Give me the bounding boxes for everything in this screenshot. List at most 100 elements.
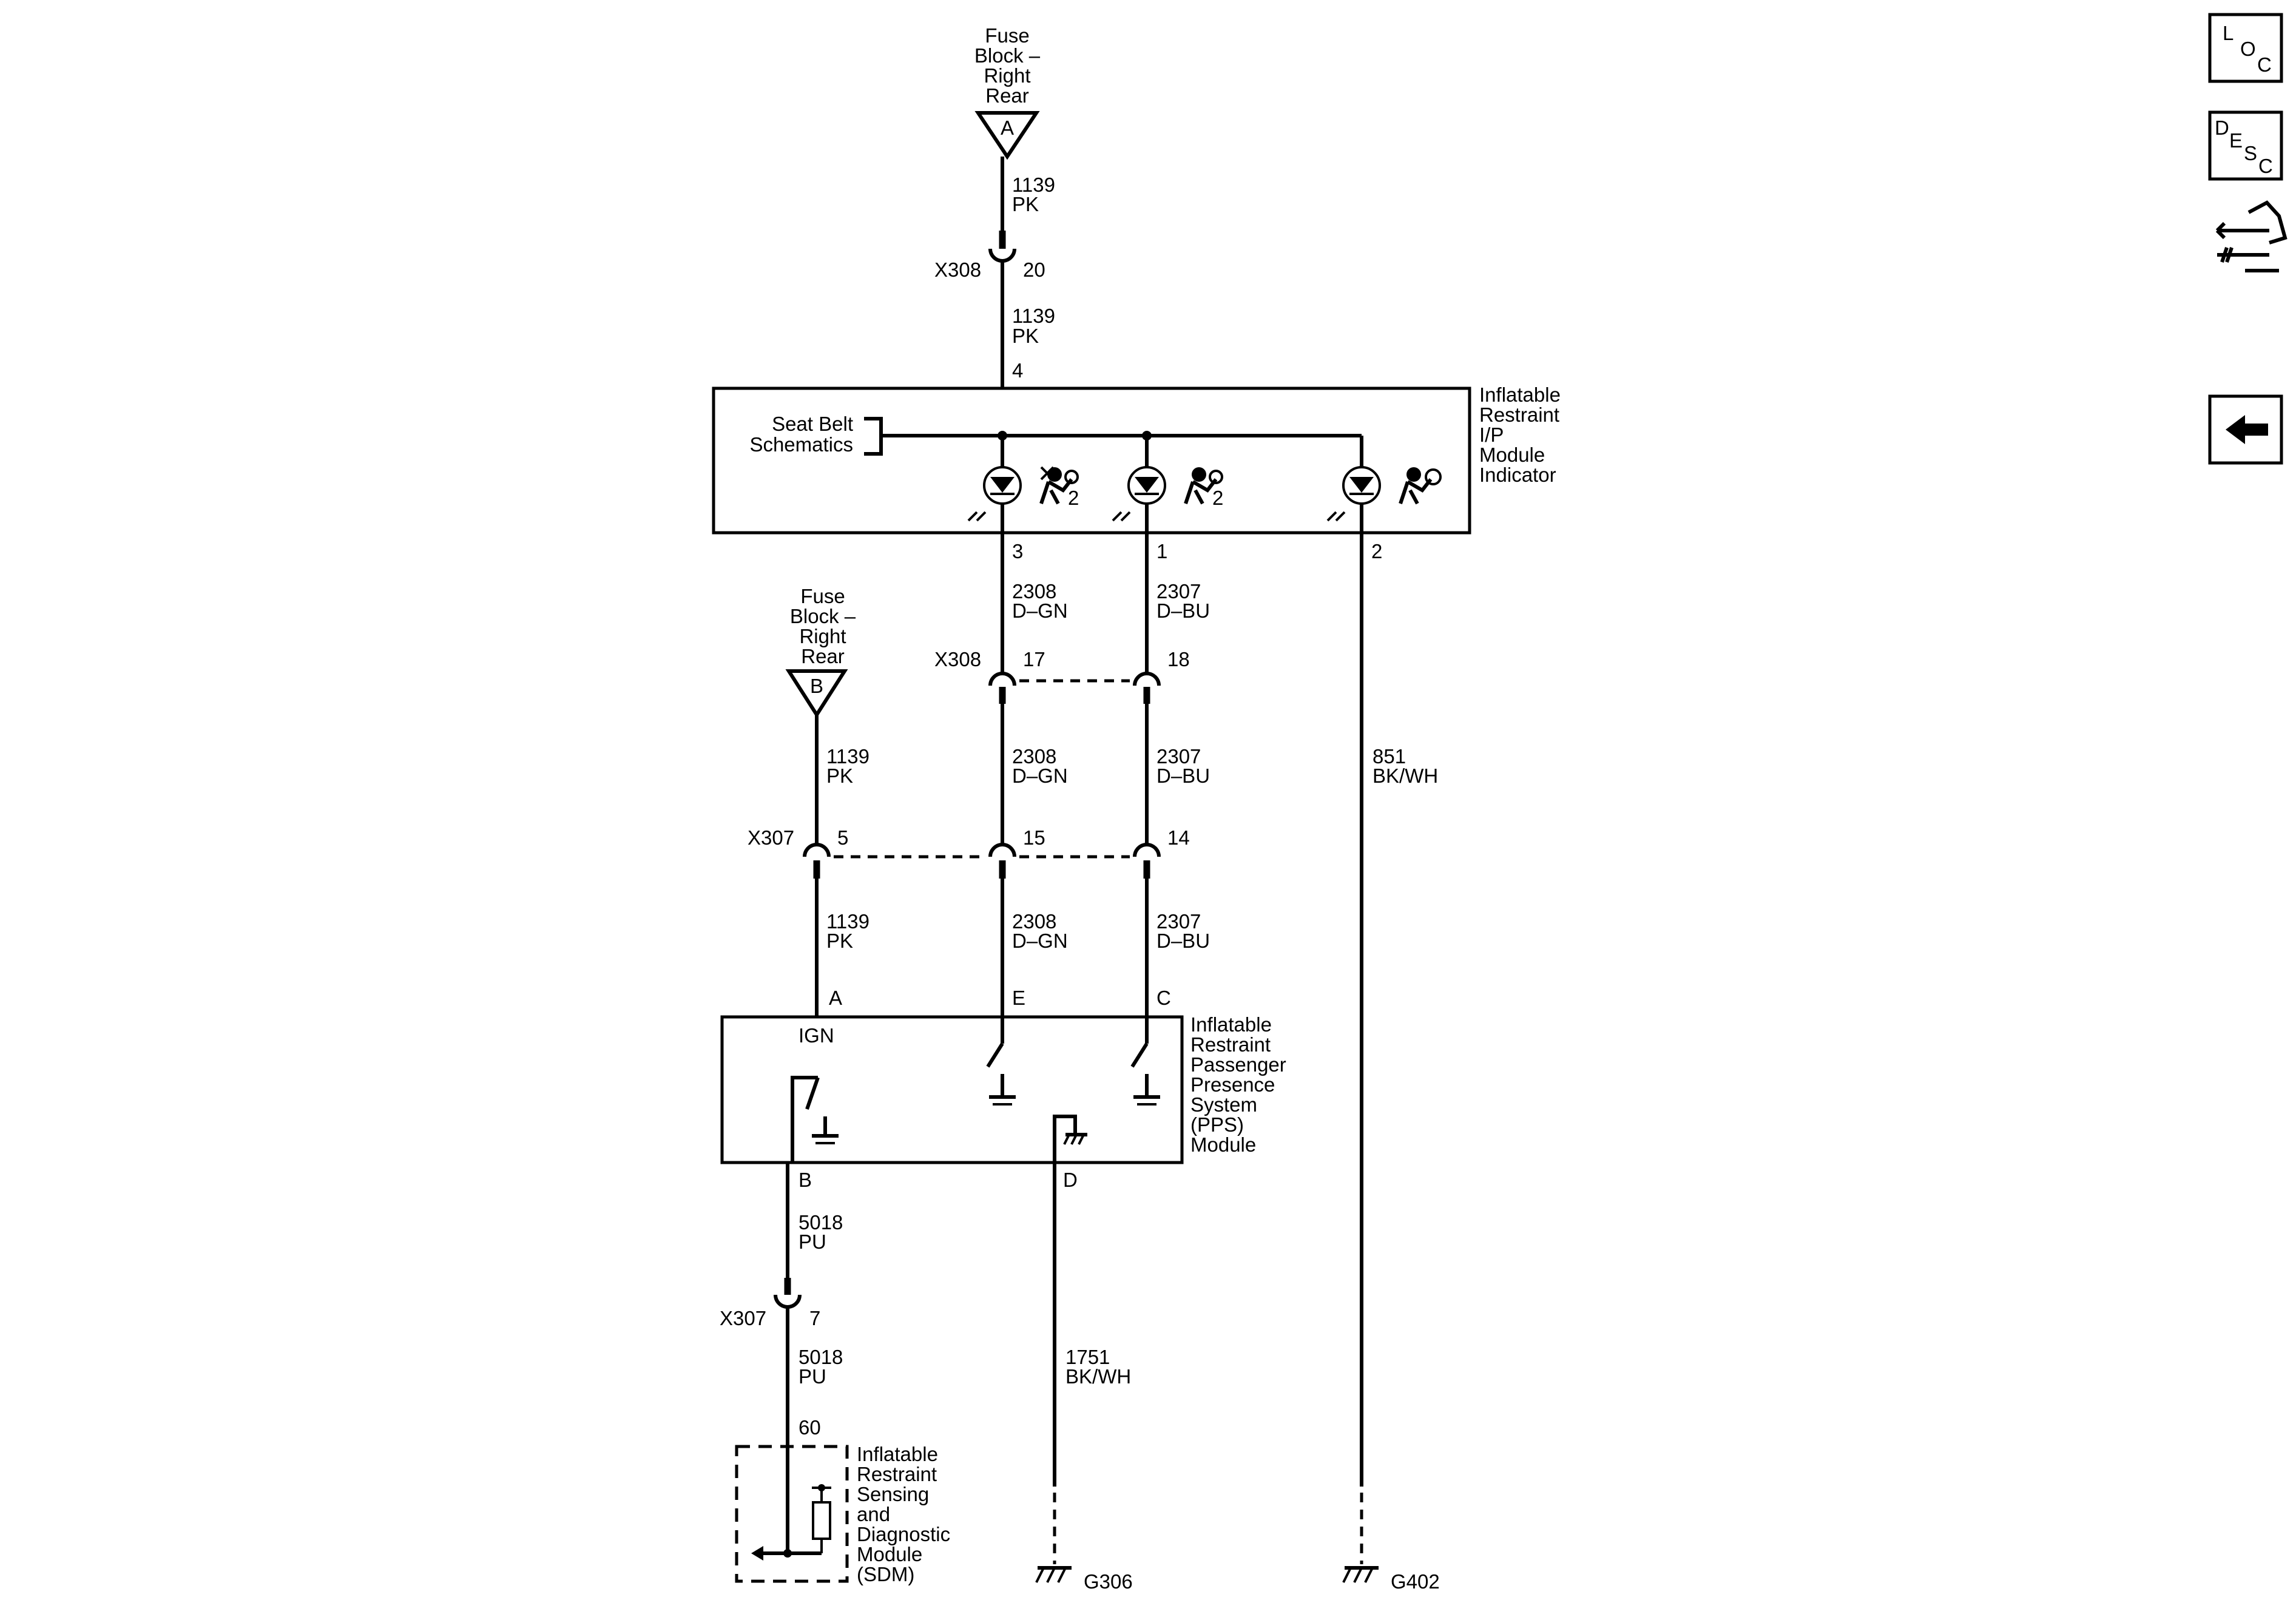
wire-label-5018-a: 5018 PU [799, 1211, 843, 1253]
svg-text:Restraint: Restraint [1479, 403, 1559, 426]
x307-mid-name: X307 [748, 826, 794, 849]
pps-switch-b [791, 1076, 839, 1163]
connector-x308-20 [988, 248, 1016, 263]
connector-x307-15 [988, 843, 1016, 857]
svg-text:2308: 2308 [1012, 910, 1056, 933]
desc-letter-d: D [2215, 116, 2229, 139]
svg-text:Seat Belt: Seat Belt [772, 413, 853, 435]
wire-label-2308-b: 2308 D–GN [1012, 745, 1068, 787]
svg-text:D–BU: D–BU [1156, 765, 1210, 787]
x307-mid-pin-15: 15 [1023, 826, 1045, 849]
wire-label-1139-mid: 1139 PK [1012, 305, 1055, 347]
connector-x307-14 [1133, 843, 1161, 857]
back-button[interactable] [2208, 394, 2283, 465]
wire-label-1139-top: 1139 PK [1012, 174, 1055, 215]
svg-text:Module: Module [1479, 444, 1545, 466]
connector-tools-icon[interactable] [2215, 200, 2288, 272]
svg-text:1139: 1139 [1012, 305, 1055, 327]
svg-text:D–GN: D–GN [1012, 765, 1068, 787]
svg-text:Right: Right [799, 625, 846, 647]
svg-text:2307: 2307 [1156, 580, 1201, 603]
svg-text:Rear: Rear [985, 84, 1029, 107]
pps-chassis-ground-d [1053, 1115, 1087, 1163]
indicator-pin-3: 3 [1012, 540, 1023, 562]
fuse-block-b-label: Fuse Block – Right Rear [790, 585, 856, 667]
indicator-pin-4: 4 [1012, 359, 1023, 382]
fuse-a-triangle [974, 111, 1040, 160]
led-indicator-left [967, 466, 1022, 522]
svg-text:PU: PU [799, 1365, 826, 1388]
svg-text:(SDM): (SDM) [857, 1563, 914, 1585]
connector-x308-18 [1133, 672, 1161, 686]
svg-text:PK: PK [826, 930, 853, 952]
svg-text:System: System [1190, 1093, 1257, 1116]
svg-text:2307: 2307 [1156, 910, 1201, 933]
pps-pin-a: A [829, 987, 842, 1009]
ground-g306-label: G306 [1084, 1570, 1133, 1593]
connector-x308-17 [988, 672, 1016, 686]
svg-text:851: 851 [1373, 745, 1406, 768]
pps-pin-e: E [1012, 987, 1025, 1009]
desc-button[interactable]: D E S C [2208, 110, 2283, 181]
svg-text:Passenger: Passenger [1190, 1053, 1286, 1076]
wire-label-1139-b1: 1139 PK [826, 745, 869, 787]
svg-text:Module: Module [1190, 1133, 1256, 1156]
indicator-module-box [712, 387, 1471, 535]
x308-mid-pin-18: 18 [1167, 648, 1190, 670]
svg-text:Module: Module [857, 1543, 922, 1565]
svg-text:PK: PK [1012, 325, 1039, 347]
airbag-off-icon [1039, 466, 1079, 505]
pps-module-label: Inflatable Restraint Passenger Presence … [1190, 1013, 1286, 1156]
wire-label-5018-b: 5018 PU [799, 1346, 843, 1388]
svg-text:5018: 5018 [799, 1346, 843, 1368]
wire-label-1751: 1751 BK/WH [1065, 1346, 1131, 1388]
loc-button[interactable]: L O C [2208, 13, 2283, 83]
svg-text:1139: 1139 [1012, 174, 1055, 196]
wire-label-2308-c: 2308 D–GN [1012, 910, 1068, 952]
airbag-warning-icon [1399, 467, 1442, 505]
led-indicator-middle [1112, 466, 1166, 522]
svg-text:Schematics: Schematics [749, 433, 853, 456]
svg-text:1751: 1751 [1065, 1346, 1110, 1368]
wire-label-2307-b: 2307 D–BU [1156, 745, 1210, 787]
svg-text:PU: PU [799, 1230, 826, 1253]
svg-text:(PPS): (PPS) [1190, 1113, 1244, 1136]
seatbelt-schematics-label: Seat Belt Schematics [749, 413, 853, 456]
wire-label-2307-a: 2307 D–BU [1156, 580, 1210, 622]
airbag-on-suffix: 2 [1212, 487, 1223, 509]
fuse-b-letter: B [810, 675, 823, 697]
pps-pin-b: B [799, 1169, 812, 1191]
svg-text:Fuse: Fuse [985, 24, 1029, 47]
desc-letter-c: C [2258, 155, 2273, 177]
connector-x307-7 [774, 1294, 802, 1309]
svg-text:Rear: Rear [801, 645, 845, 667]
led-indicator-right [1326, 466, 1381, 522]
svg-text:2308: 2308 [1012, 580, 1056, 603]
sdm-box [735, 1445, 849, 1583]
svg-text:I/P: I/P [1479, 424, 1504, 446]
svg-text:PK: PK [1012, 193, 1039, 215]
svg-text:D–GN: D–GN [1012, 599, 1068, 622]
indicator-pin-1: 1 [1156, 540, 1167, 562]
loc-letter-l: L [2223, 22, 2234, 44]
desc-letter-s: S [2244, 142, 2257, 164]
svg-text:PK: PK [826, 765, 853, 787]
svg-text:D–BU: D–BU [1156, 930, 1210, 952]
x308-top-pin: 20 [1023, 258, 1045, 281]
pps-module-box [720, 1015, 1184, 1164]
pps-pin-c: C [1156, 987, 1171, 1009]
svg-text:Restraint: Restraint [1190, 1033, 1271, 1056]
x308-mid-name: X308 [934, 648, 981, 670]
svg-text:2307: 2307 [1156, 745, 1201, 768]
pps-switch-c [1130, 1017, 1160, 1106]
wire-label-1139-b2: 1139 PK [826, 910, 869, 952]
wire-label-2307-c: 2307 D–BU [1156, 910, 1210, 952]
x307-mid-pin-5: 5 [837, 826, 848, 849]
svg-text:D–GN: D–GN [1012, 930, 1068, 952]
indicator-module-label: Inflatable Restraint I/P Module Indicato… [1479, 383, 1561, 486]
svg-text:D–BU: D–BU [1156, 599, 1210, 622]
svg-text:Inflatable: Inflatable [857, 1443, 938, 1465]
svg-text:Presence: Presence [1190, 1073, 1275, 1096]
desc-letter-e: E [2229, 129, 2243, 152]
wire-label-2308-a: 2308 D–GN [1012, 580, 1068, 622]
